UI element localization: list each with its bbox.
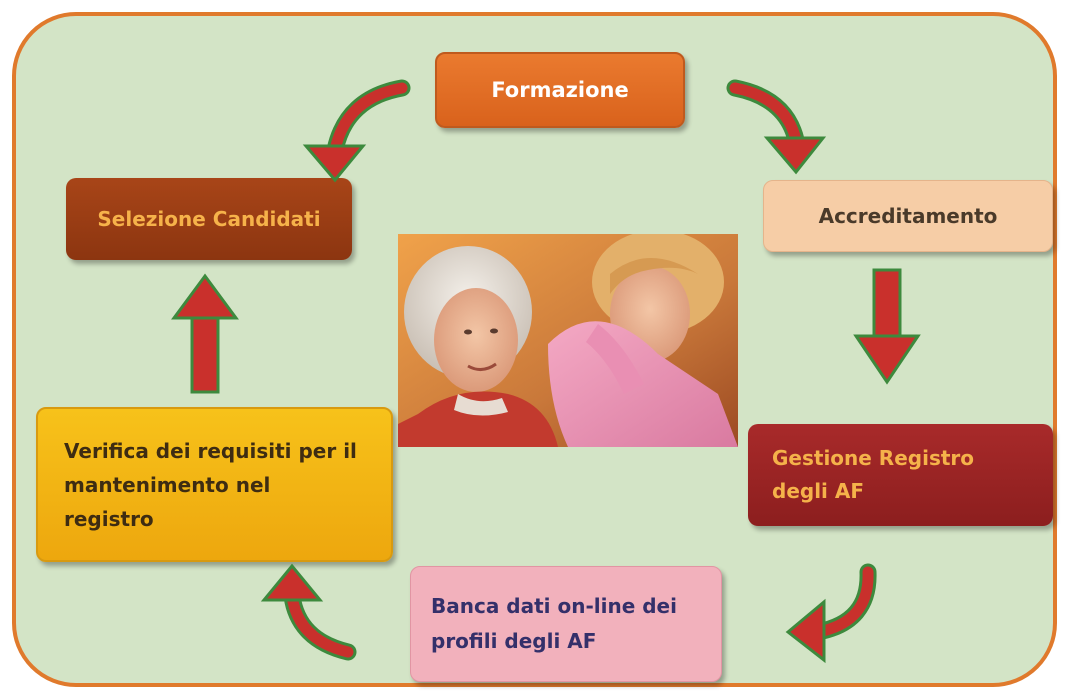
step-verifica-line-2: mantenimento nel	[64, 472, 271, 497]
step-banca-dati: Banca dati on-line dei profili degli AF	[410, 566, 722, 682]
step-gestione-line-2: degli AF	[772, 479, 865, 503]
step-gestione-line-1: Gestione Registro	[772, 446, 975, 470]
step-verifica-line-1: Verifica dei requisiti per il	[64, 438, 357, 463]
caregiver-photo	[398, 234, 738, 447]
step-formazione: Formazione	[435, 52, 685, 128]
step-accreditamento-label: Accreditamento	[818, 203, 998, 228]
step-accreditamento: Accreditamento	[763, 180, 1053, 252]
step-selezione-candidati: Selezione Candidati	[66, 178, 352, 260]
step-verifica-line-3: registro	[64, 506, 154, 531]
step-banca-line-2: profili degli AF	[431, 629, 597, 653]
step-formazione-label: Formazione	[491, 77, 629, 102]
step-selezione-label: Selezione Candidati	[97, 206, 321, 231]
step-banca-line-1: Banca dati on-line dei	[431, 594, 677, 618]
step-gestione-registro: Gestione Registro degli AF	[748, 424, 1053, 526]
step-verifica-requisiti: Verifica dei requisiti per il mantenimen…	[36, 407, 393, 562]
